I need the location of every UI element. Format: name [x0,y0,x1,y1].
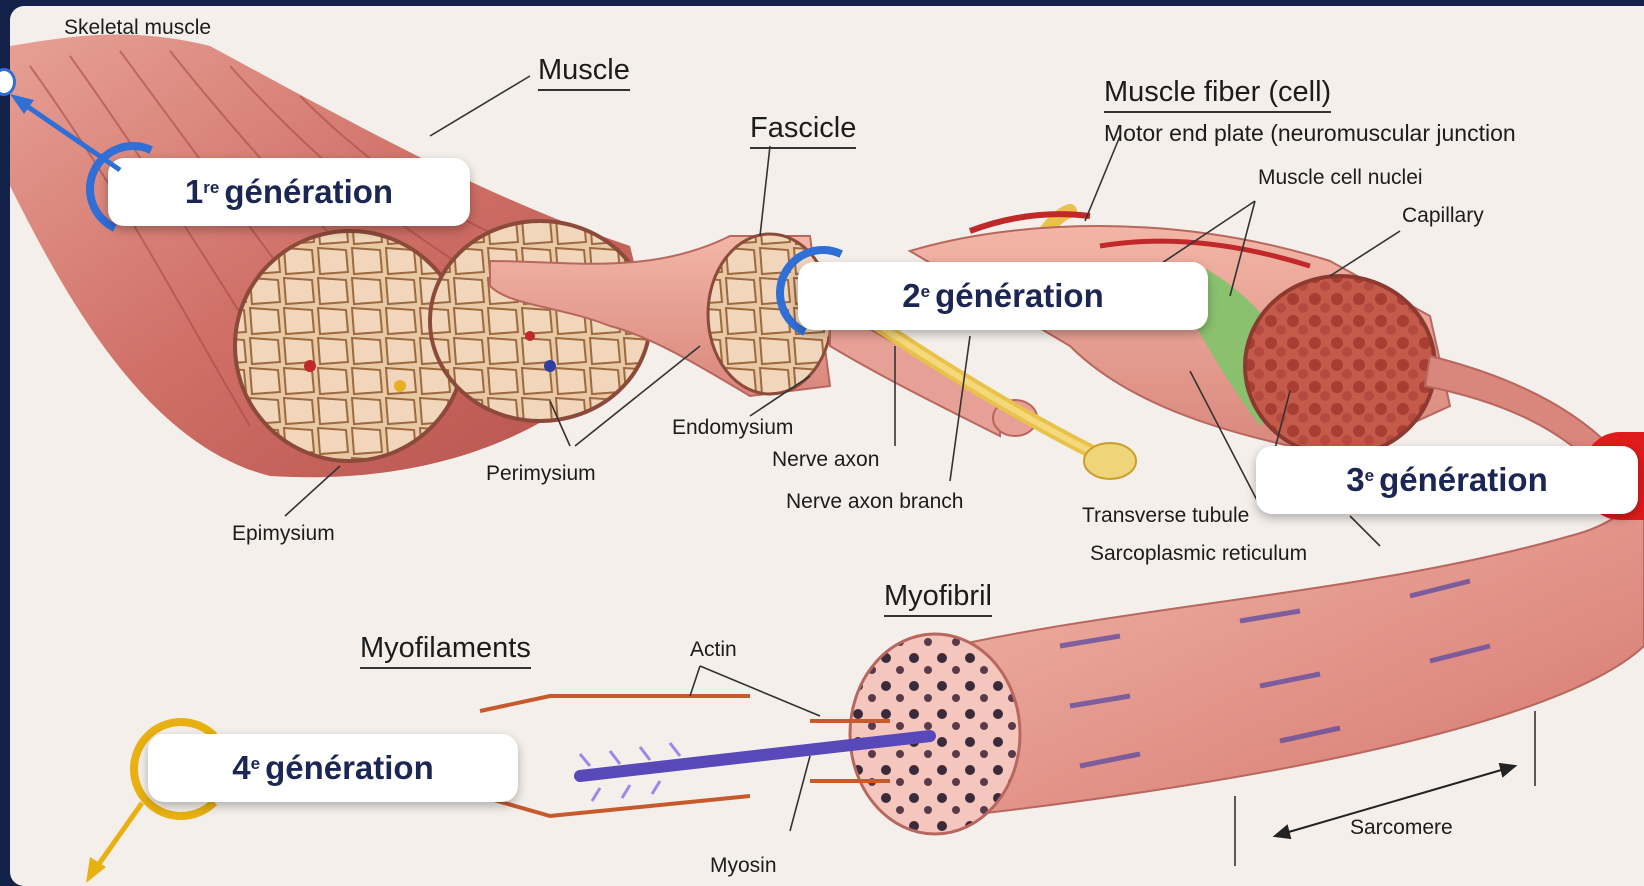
generation-1-text: génération [224,173,393,211]
muscle-label: Muscle [538,54,630,91]
generation-4-suffix: e [251,754,260,774]
myofilaments-label: Myofilaments [360,632,531,669]
generation-2-suffix: e [921,282,930,302]
muscle-cell-nuclei-label: Muscle cell nuclei [1258,166,1423,190]
nerve-axon-label: Nerve axon [772,448,879,472]
nerve-axon-branch-label: Nerve axon branch [786,490,963,514]
sarcoplasmic-reticulum-label: Sarcoplasmic reticulum [1090,542,1307,566]
actin-label: Actin [690,638,737,662]
sarcomere-label: Sarcomere [1350,816,1453,840]
generation-3-text: génération [1379,461,1548,499]
generation-1-arrow [0,60,140,180]
fascicle-label: Fascicle [750,112,856,149]
perimysium-label: Perimysium [486,462,596,486]
generation-2-text: génération [935,277,1104,315]
transverse-tubule-label: Transverse tubule [1082,504,1249,528]
myosin-label: Myosin [710,854,777,878]
capillary-label: Capillary [1402,204,1484,228]
generation-4-number: 4 [232,749,250,787]
skeletal-muscle-label: Skeletal muscle [64,16,211,40]
generation-1-suffix: re [203,178,219,198]
epimysium-label: Epimysium [232,522,335,546]
generation-2-number: 2 [902,277,920,315]
generation-4-arrow [70,795,170,886]
muscle-fiber-label: Muscle fiber (cell) [1104,76,1331,113]
endomysium-label: Endomysium [672,416,793,440]
generation-1-number: 1 [185,173,203,211]
generation-4-text: génération [265,749,434,787]
generation-3-suffix: e [1365,466,1374,486]
motor-end-plate-label: Motor end plate (neuromuscular junction [1104,120,1516,147]
myofibril-label: Myofibril [884,580,992,617]
generation-3-number: 3 [1346,461,1364,499]
